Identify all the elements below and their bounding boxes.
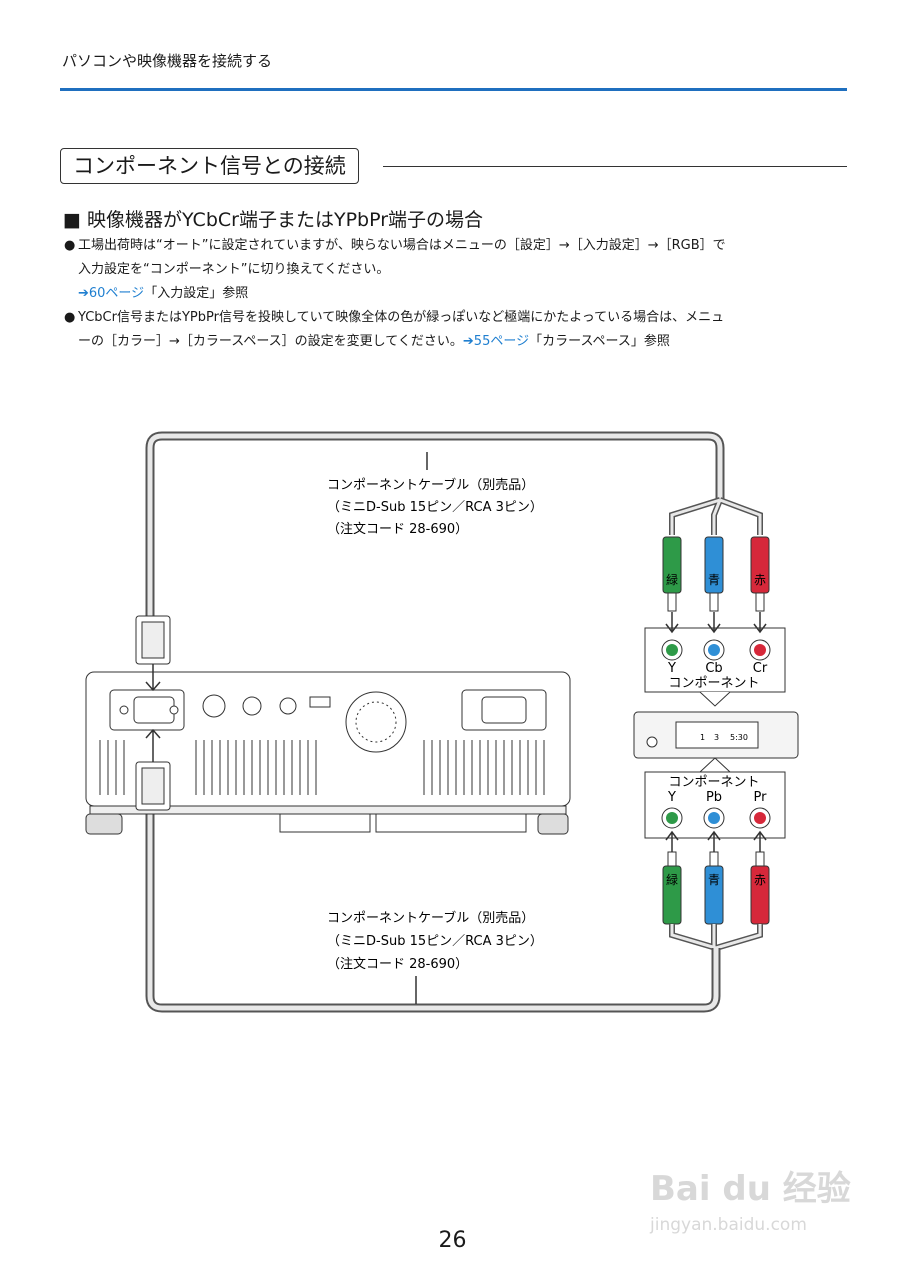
- component-jack-panel-top: [644, 612, 786, 707]
- rca-plugs-bottom: [662, 851, 770, 925]
- cable-bottom-label-2: （ミニD-Sub 15ピン／RCA 3ピン）: [327, 934, 543, 949]
- section-title-rule: [383, 166, 847, 167]
- cable-top-label-2: （ミニD-Sub 15ピン／RCA 3ピン）: [327, 500, 543, 515]
- rca-plugs-top: [662, 536, 770, 612]
- watermark-brand: Bai du 经验: [650, 1169, 851, 1209]
- projector-rear-panel: [85, 671, 571, 835]
- bullet-1-line-1: 工場出荷時は“オート”に設定されていますが、映らない場合はメニューの［設定］→［…: [78, 238, 726, 253]
- section-title: コンポーネント信号との接続: [60, 148, 359, 184]
- plug-bottom-green-label: 緑: [666, 872, 678, 887]
- cable-bottom-label-3: （注文コード 28-690）: [327, 957, 468, 972]
- jack-top-cb-label: Cb: [705, 661, 722, 676]
- bullet-2-ref-tail: 「カラースペース」参照: [529, 334, 670, 349]
- player-display-1: 1: [700, 733, 705, 742]
- watermark-url: jingyan.baidu.com: [649, 1215, 807, 1235]
- plug-bottom-blue-label: 青: [708, 873, 720, 887]
- plug-top-blue-label: 青: [708, 573, 720, 587]
- cable-bottom: [145, 810, 763, 1013]
- cable-bottom-label-1: コンポーネントケーブル（別売品）: [327, 910, 534, 926]
- bullet-1: ●工場出荷時は“オート”に設定されていますが、映らない場合はメニューの［設定］→…: [64, 234, 726, 306]
- bullet-mark: ●: [64, 310, 76, 325]
- jack-bottom-y-label: Y: [667, 790, 676, 805]
- bullet-1-line-2: 入力設定を“コンポーネント”に切り換えてください。: [78, 262, 390, 277]
- player-display-3: 3: [714, 733, 719, 742]
- jack-top-y-label: Y: [667, 661, 676, 676]
- bullet-2: ●YCbCr信号またはYPbPr信号を投映していて映像全体の色が緑っぽいなど極端…: [64, 306, 724, 354]
- plug-top-green-label: 緑: [666, 572, 678, 587]
- cable-top-label-1: コンポーネントケーブル（別売品）: [327, 477, 534, 493]
- jack-bottom-pr-label: Pr: [754, 790, 768, 805]
- component-jack-panel-bottom: [644, 757, 786, 852]
- cable-top: [145, 431, 763, 620]
- bullet-1-ref-tail: 「入力設定」参照: [144, 286, 249, 301]
- plug-top-red-label: 赤: [754, 573, 766, 587]
- jack-top-cr-label: Cr: [753, 661, 768, 676]
- plug-bottom-red-label: 赤: [754, 873, 766, 887]
- page-header-title: パソコンや映像機器を接続する: [62, 52, 273, 70]
- connection-diagram: コンポーネントケーブル（別売品） （ミニD-Sub 15ピン／RCA 3ピン） …: [85, 431, 799, 1013]
- jack-top-component-label: コンポーネント: [668, 676, 759, 691]
- page-ref-link-60[interactable]: ➔60ページ: [78, 286, 145, 301]
- jack-bottom-pb-label: Pb: [706, 790, 722, 805]
- video-player-device: [633, 711, 799, 759]
- player-display-time: 5:30: [730, 733, 748, 742]
- header-rule: [60, 88, 847, 91]
- bullet-2-line-1: YCbCr信号またはYPbPr信号を投映していて映像全体の色が緑っぽいなど極端に…: [78, 310, 725, 325]
- page-ref-link-55[interactable]: ➔55ページ: [462, 334, 530, 349]
- bullet-mark: ●: [64, 238, 76, 253]
- subsection-heading: ■ 映像機器がYCbCr端子またはYPbPr端子の場合: [63, 209, 484, 231]
- jack-bottom-component-label: コンポーネント: [668, 775, 759, 790]
- bullet-2-line-2: ーの［カラー］→［カラースペース］の設定を変更してください。: [78, 334, 463, 349]
- baidu-watermark: Bai du 经验 jingyan.baidu.com: [649, 1169, 851, 1235]
- dsub-connectors: [135, 615, 171, 811]
- cable-top-label-3: （注文コード 28-690）: [327, 522, 468, 537]
- page-number: 26: [438, 1228, 467, 1253]
